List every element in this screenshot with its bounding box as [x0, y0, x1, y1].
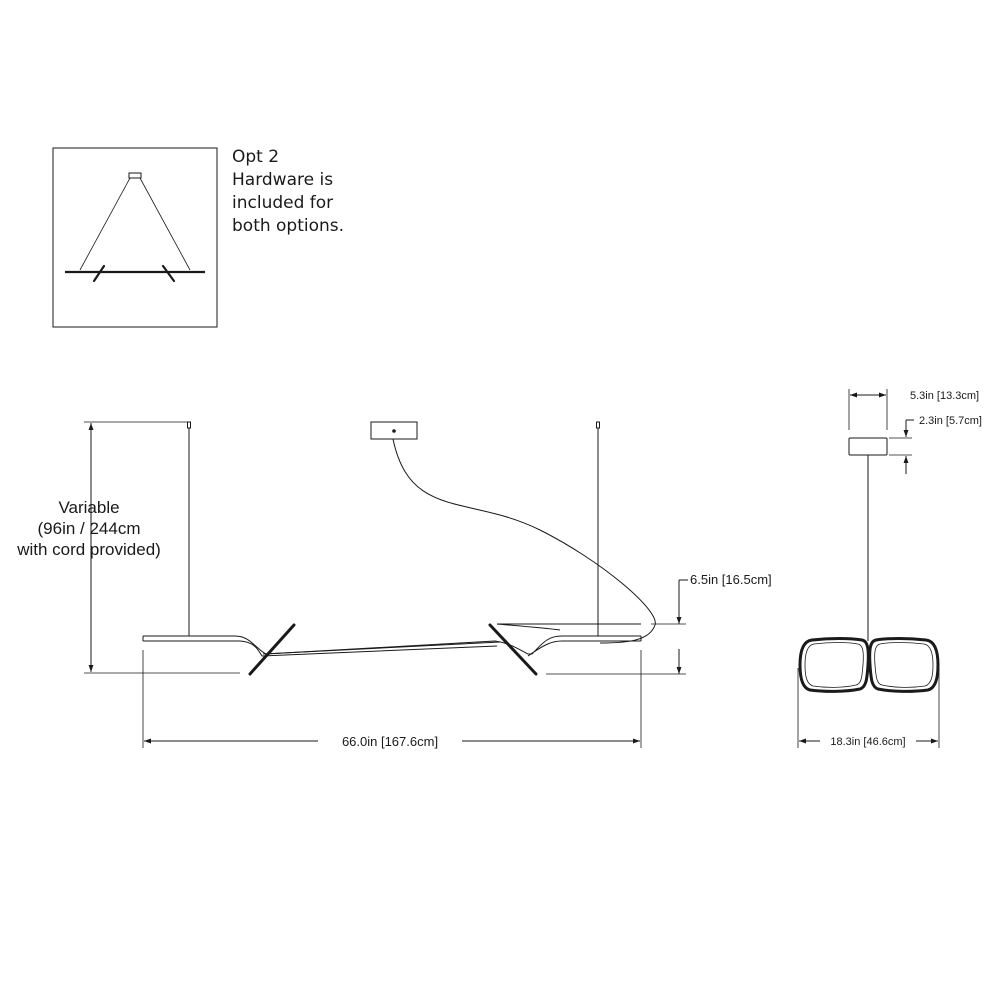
- option-2-inset: [52, 147, 218, 328]
- inset-canopy: [128, 172, 142, 179]
- right-shade: [868, 637, 940, 693]
- length-label: 66.0in [167.6cm]: [342, 734, 438, 749]
- height-label-line-2: (96in / 244cm: [37, 519, 141, 538]
- option-title: Opt 2: [232, 147, 280, 167]
- height-label-line-1: Variable: [58, 498, 120, 517]
- front-canopy: [370, 421, 418, 440]
- option-line-1: Hardware is: [232, 170, 334, 190]
- front-elevation: 66.0in [167.6cm] 6.5in [16.5cm]: [84, 421, 772, 749]
- power-cord: [392, 438, 656, 644]
- height-label-line-3: with cord provided): [17, 540, 161, 559]
- fixture-width-label: 18.3in [46.6cm]: [830, 736, 905, 748]
- fixture-body: [143, 635, 641, 657]
- side-elevation: 5.3in [13.3cm] 2.3in [5.7cm] 18.3in [46.…: [797, 389, 982, 748]
- option-line-3: both options.: [232, 216, 345, 236]
- depth-label: 6.5in [16.5cm]: [690, 572, 772, 587]
- canopy-height-label: 2.3in [5.7cm]: [919, 415, 982, 427]
- canopy-width-label: 5.3in [13.3cm]: [910, 390, 979, 402]
- side-canopy: [848, 437, 888, 456]
- height-label: Variable (96in / 244cm with cord provide…: [0, 497, 178, 560]
- left-shade: [798, 637, 870, 693]
- option-note: Opt 2 Hardware is included for both opti…: [232, 146, 412, 238]
- option-line-2: included for: [232, 193, 334, 213]
